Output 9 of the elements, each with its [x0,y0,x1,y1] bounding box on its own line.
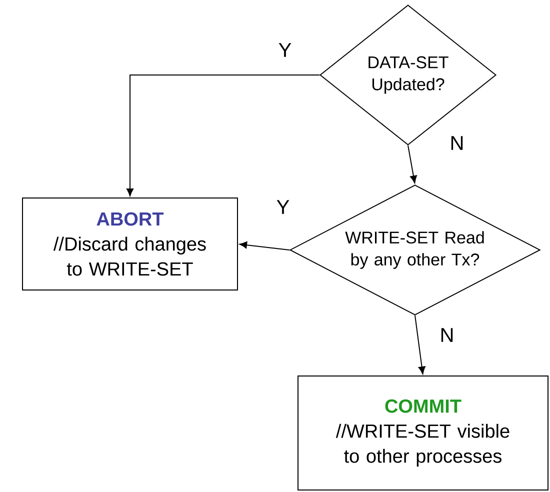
arrow [408,145,417,184]
process-box: COMMIT //WRITE-SET visible to other processes [298,376,548,490]
edge-label: N [441,328,453,342]
arrow [239,241,290,250]
arrow [414,315,426,374]
arrow [126,74,320,196]
process-box: ABORT //Discard changes to WRITE-SET [22,198,238,290]
edge-label: Y [276,200,290,214]
edge-label: Y [278,43,292,57]
